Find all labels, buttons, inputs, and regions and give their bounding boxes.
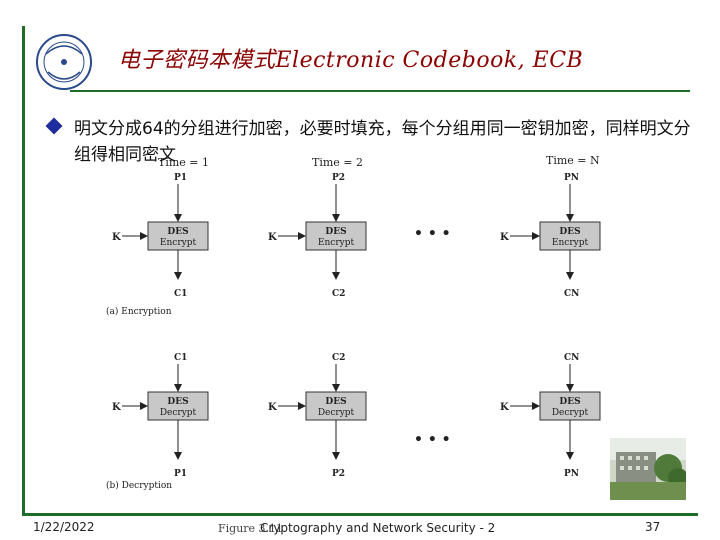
enc-box-2-line2: Encrypt	[318, 238, 355, 248]
dec-box-n	[539, 391, 601, 421]
enc-box-1-line2: Encrypt	[160, 238, 197, 248]
enc-ellipsis: • • •	[414, 226, 451, 242]
enc-input-2: P2	[332, 173, 345, 183]
dec-input-1: C1	[174, 353, 187, 363]
enc-input-n: PN	[564, 173, 579, 183]
enc-caption: (a) Encryption	[106, 306, 172, 317]
dec-input-2: C2	[332, 353, 345, 363]
enc-output-1: C1	[174, 289, 187, 299]
dec-input-n: CN	[564, 353, 579, 363]
university-logo-icon	[36, 34, 92, 90]
enc-time-label-1: Time = 1	[158, 156, 209, 169]
dec-key-2: K	[268, 402, 277, 413]
dec-box-2-line2: Decrypt	[318, 408, 355, 418]
dec-box-1	[147, 391, 209, 421]
ecb-diagram: Time = 1 Time = 2 Time = N P1 DES Encryp…	[106, 154, 601, 491]
dec-box-n-line1: DES	[559, 397, 580, 407]
dec-box-1-line1: DES	[167, 397, 188, 407]
dec-output-1: P1	[174, 469, 187, 479]
dec-output-2: P2	[332, 469, 345, 479]
enc-box-2	[305, 221, 367, 251]
figure-caption: Figure 3.11	[218, 522, 284, 535]
enc-time-label-2: Time = 2	[312, 156, 363, 169]
enc-key-n: K	[500, 232, 509, 243]
campus-photo	[610, 438, 686, 500]
enc-box-1-line1: DES	[167, 227, 188, 237]
page-number: 37	[645, 520, 661, 534]
enc-input-1: P1	[174, 173, 187, 183]
dec-output-n: PN	[564, 469, 579, 479]
enc-output-n: CN	[564, 289, 579, 299]
slide-title: 电子密码本模式Electronic Codebook, ECB	[118, 48, 584, 73]
enc-box-n-line1: DES	[559, 227, 580, 237]
dec-box-n-line2: Decrypt	[552, 408, 589, 418]
enc-output-2: C2	[332, 289, 345, 299]
dec-caption: (b) Decryption	[106, 480, 172, 491]
slide-frame	[22, 26, 698, 516]
bullet-text: 明文分成64的分组进行加密，必要时填充，每个分组用同一密钥加密，同样明文分组得相…	[74, 119, 691, 165]
title-rule	[70, 90, 690, 92]
enc-box-2-line1: DES	[325, 227, 346, 237]
footer-date: 1/22/2022	[33, 520, 95, 534]
dec-ellipsis: • • •	[414, 432, 451, 448]
dec-key-n: K	[500, 402, 509, 413]
dec-box-1-line2: Decrypt	[160, 408, 197, 418]
enc-time-label-n: Time = N	[546, 154, 600, 167]
dec-box-2	[305, 391, 367, 421]
enc-key-2: K	[268, 232, 277, 243]
enc-box-n	[539, 221, 601, 251]
dec-key-1: K	[112, 402, 121, 413]
enc-box-n-line2: Encrypt	[552, 238, 589, 248]
footer-course-title: Cryptography and Network Security - 2	[260, 521, 496, 535]
dec-box-2-line1: DES	[325, 397, 346, 407]
enc-key-1: K	[112, 232, 121, 243]
